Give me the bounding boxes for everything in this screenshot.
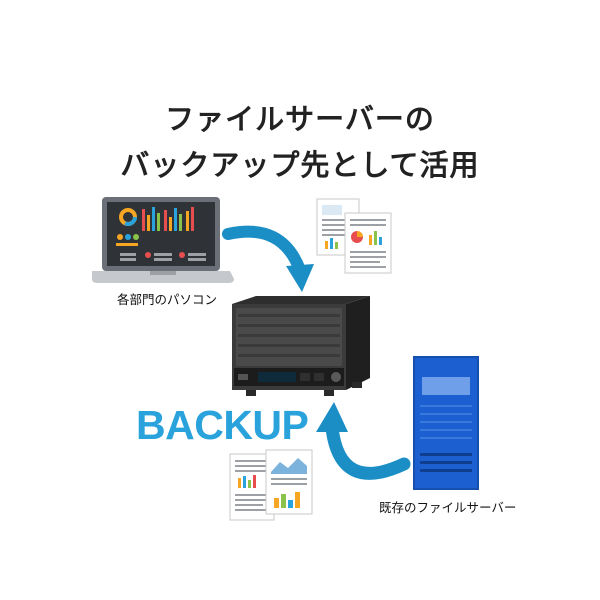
upload-arrow-icon	[222, 225, 314, 292]
file-server-icon	[413, 356, 479, 490]
pc-label: 各部門のパソコン	[117, 292, 218, 307]
file-server-label: 既存のファイルサーバー	[379, 500, 517, 515]
backup-arrow-icon	[316, 402, 411, 480]
title-line-1: ファイルサーバーの	[165, 102, 435, 136]
title-line-2: バックアップ先として活用	[120, 148, 480, 182]
nas-device-icon	[232, 296, 370, 396]
documents-icon	[316, 198, 392, 274]
laptop-icon	[92, 197, 234, 283]
backup-label: BACKUP	[136, 402, 309, 448]
backup-documents-icon	[229, 449, 313, 521]
